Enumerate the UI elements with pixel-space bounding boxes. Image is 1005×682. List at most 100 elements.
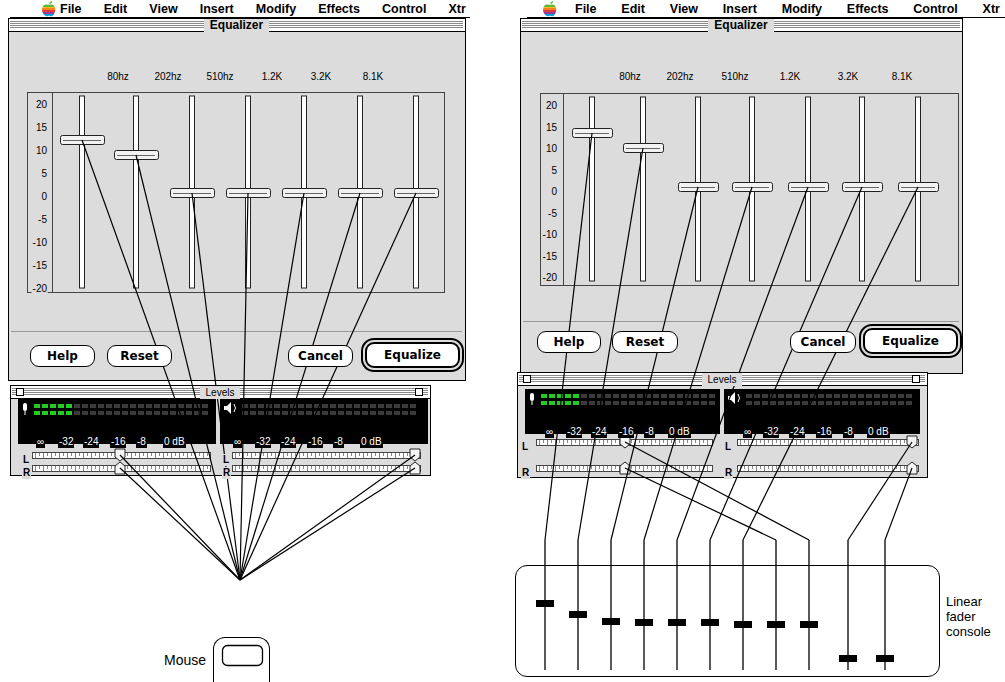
- level-tick: [235, 466, 236, 471]
- level-tick: [563, 466, 564, 471]
- fader-knob: [668, 619, 686, 626]
- scale-number: 15: [35, 122, 48, 134]
- meter-segment: [786, 394, 792, 398]
- level-tick: [611, 440, 612, 445]
- slider-knob: [843, 183, 883, 192]
- button-label: Reset: [626, 335, 664, 349]
- meter-segment: [34, 404, 40, 408]
- meter-segment: [322, 404, 328, 408]
- meter-segment: [709, 394, 715, 398]
- level-tick: [571, 466, 572, 471]
- level-tick: [812, 466, 813, 471]
- meter-segment: [842, 394, 848, 398]
- level-tick: [559, 440, 560, 443]
- level-tick: [203, 466, 204, 471]
- button-label: Cancel: [801, 335, 846, 349]
- meter-segment: [74, 411, 80, 415]
- level-tick: [327, 453, 328, 456]
- fader-knob: [701, 619, 719, 626]
- meter-segment: [637, 401, 643, 405]
- leader-line: [710, 187, 862, 540]
- slider-track: [80, 96, 85, 288]
- meter-segment: [370, 411, 376, 415]
- meter-segment: [802, 401, 808, 405]
- level-tick: [748, 440, 749, 445]
- level-scale: -24: [83, 436, 99, 448]
- scale-number: 5: [40, 168, 48, 180]
- level-tick: [555, 466, 556, 471]
- level-tick: [784, 440, 785, 443]
- level-tick: [75, 453, 76, 458]
- meter-segment: [330, 404, 336, 408]
- level-tick: [43, 453, 44, 458]
- level-tick: [35, 466, 36, 471]
- level-tick: [663, 466, 664, 469]
- meter-segment: [669, 401, 675, 405]
- level-tick: [343, 466, 344, 469]
- level-tick: [287, 453, 288, 456]
- dialog-button: Cancel: [288, 345, 353, 367]
- level-tick: [347, 466, 348, 471]
- level-tick: [776, 440, 777, 443]
- level-tick: [351, 466, 352, 469]
- level-tick: [315, 453, 316, 458]
- channel-label: L: [521, 441, 529, 453]
- slider-track: [134, 96, 139, 288]
- level-tick: [207, 466, 208, 469]
- level-tick: [283, 466, 284, 471]
- level-tick: [167, 466, 168, 469]
- meter-segment: [258, 411, 264, 415]
- meter-segment: [298, 411, 304, 415]
- level-tick: [804, 440, 805, 445]
- level-tick: [840, 440, 841, 443]
- level-tick: [868, 440, 869, 445]
- leader-line: [644, 187, 752, 540]
- level-tick: [359, 466, 360, 469]
- level-tick: [852, 466, 853, 471]
- level-tick: [639, 466, 640, 469]
- level-tick: [363, 453, 364, 458]
- meter-segment: [122, 404, 128, 408]
- leader-line: [240, 193, 416, 580]
- level-tick: [171, 466, 172, 471]
- meter-segment: [890, 401, 896, 405]
- level-tick: [816, 440, 817, 443]
- level-tick: [904, 466, 905, 469]
- meter-segment: [202, 404, 208, 408]
- frequency-label: 202hz: [665, 71, 694, 83]
- fader-knob: [767, 621, 785, 628]
- frequency-label: 80hz: [618, 71, 642, 83]
- level-tick: [647, 466, 648, 469]
- fader-slot: [884, 540, 885, 670]
- meter-segment: [746, 401, 752, 405]
- level-tick: [848, 466, 849, 469]
- meter-segment: [818, 401, 824, 405]
- slider-knob: [339, 189, 383, 198]
- level-tick: [740, 440, 741, 445]
- meter-segment: [58, 411, 64, 415]
- level-tick: [159, 453, 160, 456]
- slider-knob: [733, 183, 773, 192]
- meter-segment: [370, 404, 376, 408]
- level-scale: -24: [280, 436, 296, 448]
- meter-segment: [58, 404, 64, 408]
- level-tick: [579, 440, 580, 445]
- scale-number: 10: [35, 145, 48, 157]
- level-tick: [83, 453, 84, 458]
- level-scale: 0 dB: [360, 436, 383, 448]
- window: EqualizerHelpResetCancelEqualize: [8, 18, 465, 380]
- scale-number: 0: [40, 191, 48, 203]
- meter-segment: [629, 394, 635, 398]
- apple-leaf: [49, 1, 52, 4]
- meter-segment: [589, 394, 595, 398]
- meter-segment: [50, 411, 56, 415]
- meter-segment: [282, 404, 288, 408]
- level-tick: [631, 466, 632, 469]
- menu-item: Control: [913, 2, 957, 16]
- meter-segment: [866, 401, 872, 405]
- level-tick: [403, 466, 404, 471]
- level-tick: [852, 440, 853, 445]
- mic-icon: [23, 403, 27, 411]
- mic-stand: [532, 401, 533, 405]
- level-tick: [880, 466, 881, 469]
